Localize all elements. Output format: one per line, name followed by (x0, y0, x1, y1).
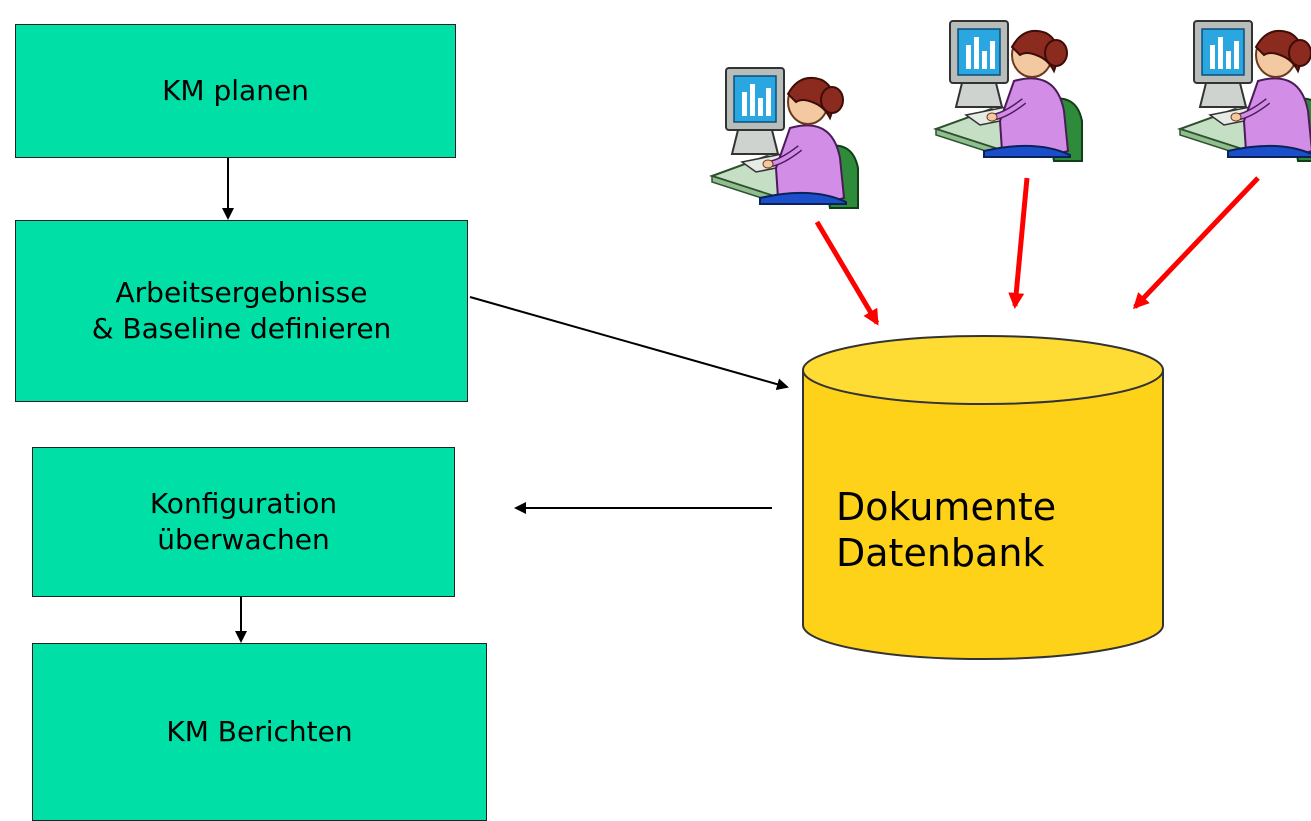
arrow-user2-to-database (1008, 177, 1030, 309)
database-label-line1: Dokumente (836, 485, 1057, 529)
konfiguration-label-line1: Konfiguration (149, 487, 338, 520)
km-berichten-box: KM Berichten (32, 643, 487, 821)
konfiguration-box: Konfiguration überwachen (32, 447, 455, 597)
arbeitsergebnisse-label-line1: Arbeitsergebnisse (115, 276, 368, 309)
user-icon-1 (712, 68, 858, 208)
arrow-user1-to-database (814, 220, 880, 326)
database-label-line2: Datenbank (836, 531, 1045, 575)
document-database-cylinder (802, 335, 1164, 660)
user-icon-2 (936, 21, 1082, 161)
user-icon-3 (1180, 21, 1311, 161)
database-label: Dokumente Datenbank (836, 484, 1136, 576)
arrow-user3-to-database (1132, 176, 1260, 310)
arbeitsergebnisse-label-line2: & Baseline definieren (91, 312, 392, 345)
arbeitsergebnisse-label: Arbeitsergebnisse & Baseline definieren (92, 275, 392, 347)
km-planen-label: KM planen (162, 74, 309, 107)
konfiguration-label: Konfiguration überwachen (150, 486, 337, 558)
konfiguration-label-line2: überwachen (157, 523, 330, 556)
km-berichten-label: KM Berichten (166, 715, 353, 748)
km-planen-box: KM planen (15, 24, 456, 158)
arrow-arbeit-to-database (469, 296, 789, 391)
arbeitsergebnisse-box: Arbeitsergebnisse & Baseline definieren (15, 220, 468, 402)
